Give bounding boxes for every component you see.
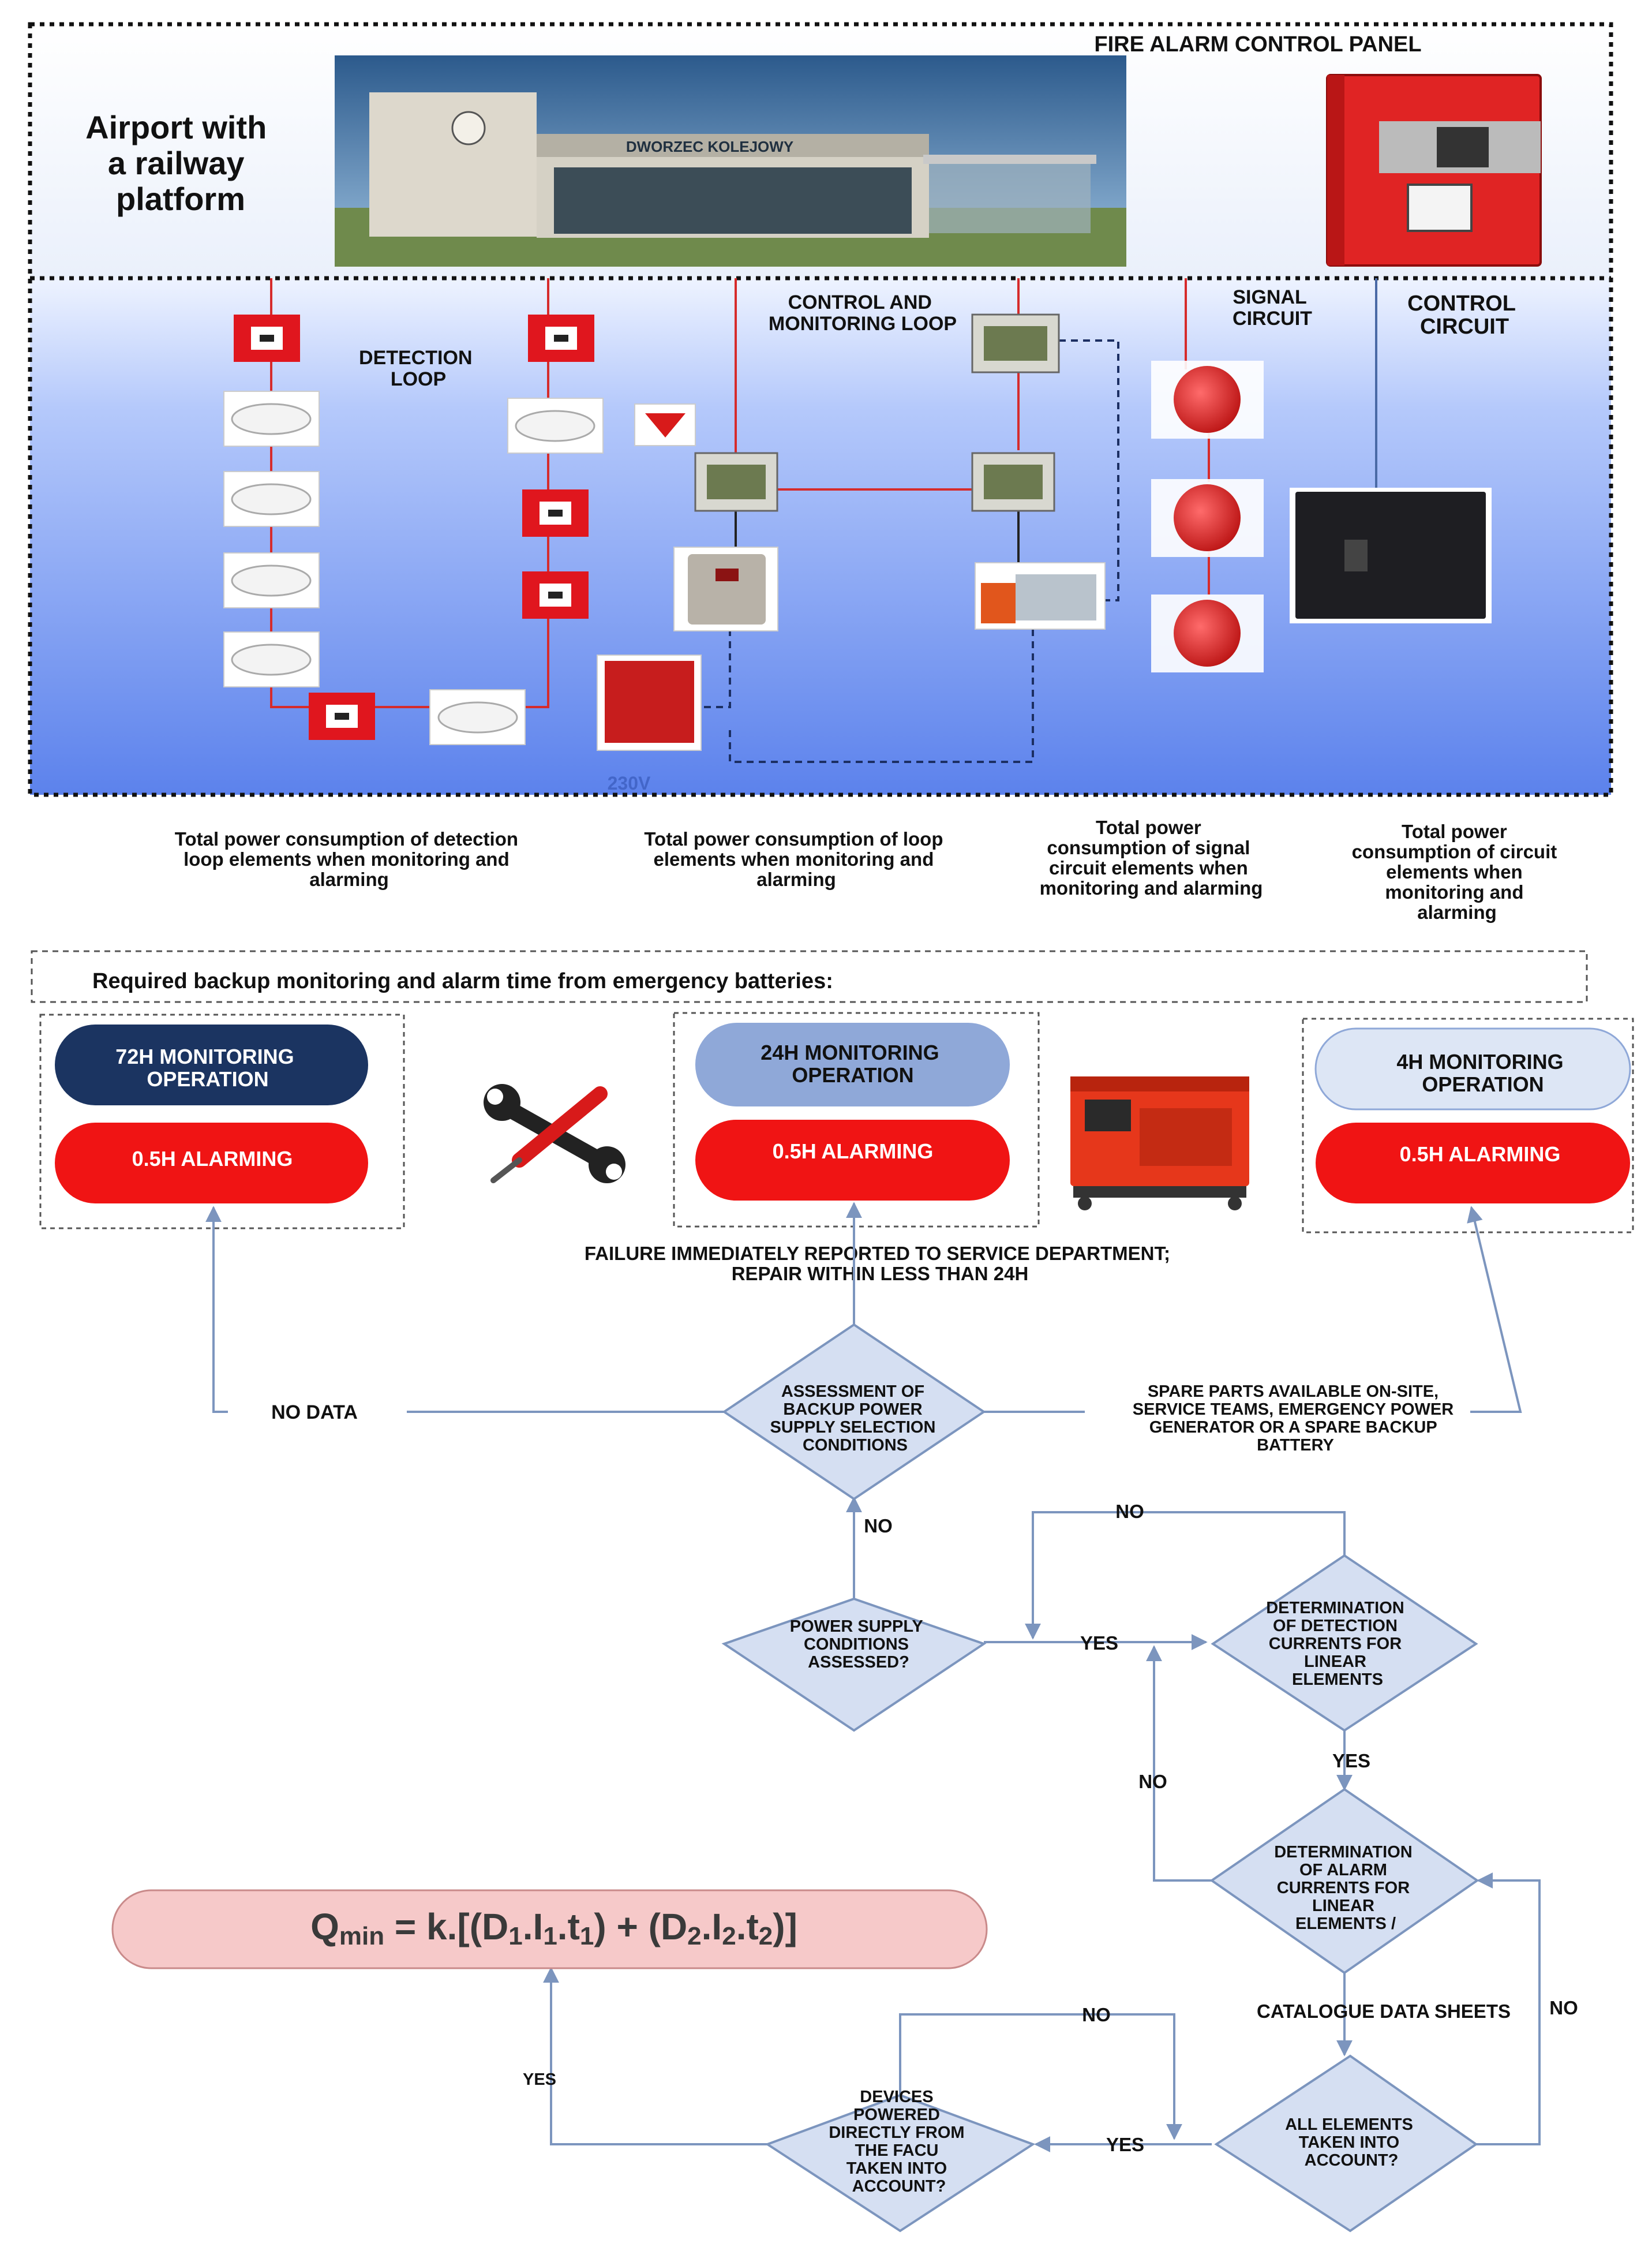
monitoring-72h-label: 72H MONITORING OPERATION xyxy=(115,1045,299,1091)
alarming-24h-label: 0.5H ALARMING xyxy=(773,1139,934,1163)
edge-no-detection-loop: NO xyxy=(1115,1501,1144,1522)
smoke-detector-icon xyxy=(223,552,320,608)
manual-call-point-icon xyxy=(234,315,300,362)
smoke-detector-icon xyxy=(223,631,320,687)
consumption-signal-circuit: Total power consumption of signal circui… xyxy=(1040,817,1263,899)
backup-title-box xyxy=(31,950,1588,1003)
assessment-text: ASSESSMENT OF BACKUP POWER SUPPLY SELECT… xyxy=(770,1382,941,1455)
detection-loop-label: DETECTION LOOP xyxy=(359,347,478,390)
monitoring-4h-pill xyxy=(1314,1027,1631,1111)
option-4h-box xyxy=(1302,1018,1634,1233)
gas-extinguishing-panel-icon xyxy=(673,547,778,631)
failure-note: FAILURE IMMEDIATELY REPORTED TO SERVICE … xyxy=(585,1243,1175,1284)
formula-pill xyxy=(111,1889,988,1969)
site-title: Airport with a railway platform xyxy=(85,109,276,217)
site-panel-border xyxy=(28,22,1613,797)
backup-title: Required backup monitoring and alarm tim… xyxy=(92,969,833,993)
power-assessed-diamond xyxy=(721,1597,987,1732)
fire-alarm-control-panel-image xyxy=(1326,74,1542,267)
edge-yes-power-assessed: YES xyxy=(1080,1632,1118,1654)
no-data-label: NO DATA xyxy=(271,1401,358,1423)
alarming-72h-pill xyxy=(55,1123,368,1203)
smoke-detector-icon xyxy=(223,471,320,527)
beam-detector-icon xyxy=(634,403,696,446)
sounder-icon xyxy=(1151,595,1264,672)
catalogue-label: CATALOGUE DATA SHEETS xyxy=(1257,2001,1511,2022)
panel-title: FIRE ALARM CONTROL PANEL xyxy=(1094,32,1421,57)
devices-powered-text: DEVICES POWERED DIRECTLY FROM THE FACU T… xyxy=(829,2088,969,2196)
control-circuit-label: CONTROL CIRCUIT xyxy=(1407,291,1522,339)
consumption-detection-loop: Total power consumption of detection loo… xyxy=(175,828,523,890)
flow-connectors xyxy=(205,1202,1541,2152)
control-cabinet-icon xyxy=(1290,488,1492,623)
signal-circuit-label: SIGNAL CIRCUIT xyxy=(1233,286,1312,330)
devices-powered-diamond xyxy=(765,2093,1036,2233)
clock-icon xyxy=(451,111,486,145)
spare-parts-label: SPARE PARTS AVAILABLE ON-SITE, SERVICE T… xyxy=(1133,1382,1459,1455)
manual-call-point-icon xyxy=(309,693,375,740)
wrench-screwdriver-icon xyxy=(484,1084,625,1183)
sounder-icon xyxy=(1151,361,1264,439)
battery-capacity-formula: Qmin = k.[(D1.I1.t1) + (D2.I2.t2)] xyxy=(310,1906,797,1950)
smoke-detector-icon xyxy=(223,391,320,447)
option-24h-box xyxy=(673,1012,1040,1228)
alarming-24h-pill xyxy=(695,1120,1010,1201)
input-output-module-icon xyxy=(694,452,778,512)
all-elements-diamond xyxy=(1214,2054,1478,2233)
manual-call-point-icon xyxy=(528,315,594,362)
all-elements-text: ALL ELEMENTS TAKEN INTO ACCOUNT? xyxy=(1285,2115,1418,2170)
manual-call-point-icon xyxy=(522,571,589,619)
monitoring-4h-label: 4H MONITORING OPERATION xyxy=(1396,1050,1569,1096)
edge-no-power-assessed: NO xyxy=(864,1515,893,1536)
voltage-label: 230V xyxy=(608,773,651,794)
manual-call-point-icon xyxy=(522,489,589,537)
consumption-control-loop: Total power consumption of loop elements… xyxy=(644,828,948,890)
smoke-detector-icon xyxy=(429,689,526,745)
edge-yes-devices: YES xyxy=(523,2070,556,2089)
edge-no-all-elements: NO xyxy=(1549,1997,1578,2018)
detection-currents-diamond xyxy=(1211,1554,1478,1732)
alarm-currents-text: DETERMINATION OF ALARM CURRENTS FOR LINE… xyxy=(1274,1843,1417,1933)
monitoring-24h-pill xyxy=(695,1023,1010,1106)
monitoring-24h-label: 24H MONITORING OPERATION xyxy=(761,1041,945,1087)
alarm-currents-diamond xyxy=(1209,1788,1479,1975)
edge-yes-all-elements: YES xyxy=(1106,2134,1144,2155)
assessment-diamond xyxy=(722,1323,986,1501)
detection-currents-text: DETERMINATION OF DETECTION CURRENTS FOR … xyxy=(1266,1599,1409,1689)
control-loop-label: CONTROL AND MONITORING LOOP xyxy=(769,291,957,335)
smoke-detector-icon xyxy=(507,398,604,454)
monitoring-72h-pill xyxy=(55,1025,368,1105)
alarming-4h-pill xyxy=(1316,1123,1630,1203)
input-output-module-icon xyxy=(971,313,1060,373)
emergency-generator-icon xyxy=(1070,1076,1249,1210)
alarming-72h-label: 0.5H ALARMING xyxy=(132,1147,293,1171)
station-sign: DWORZEC KOLEJOWY xyxy=(626,138,793,155)
damper-actuator-icon xyxy=(975,562,1106,630)
edge-yes-detection: YES xyxy=(1332,1750,1370,1771)
alarming-4h-label: 0.5H ALARMING xyxy=(1400,1142,1561,1166)
edge-no-devices: NO xyxy=(1082,2004,1111,2025)
option-72h-box xyxy=(39,1014,405,1229)
railway-station-image: DWORZEC KOLEJOWY xyxy=(335,55,1126,267)
power-assessed-text: POWER SUPPLY CONDITIONS ASSESSED? xyxy=(790,1617,928,1672)
sounder-icon xyxy=(1151,479,1264,557)
power-supply-unit-icon xyxy=(597,655,702,751)
consumption-control-circuit: Total power consumption of circuit eleme… xyxy=(1352,821,1563,923)
input-output-module-icon xyxy=(971,452,1055,512)
edge-no-alarm: NO xyxy=(1138,1771,1167,1792)
